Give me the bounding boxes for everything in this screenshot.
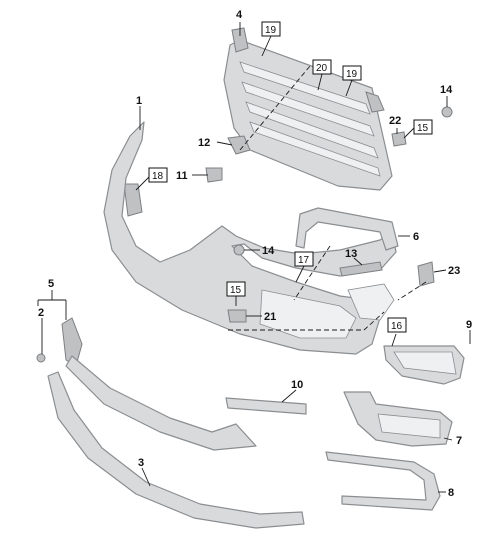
boxed-callout-20: 20 bbox=[312, 59, 332, 75]
boxed-callout-18: 18 bbox=[148, 167, 168, 183]
callout-8: 8 bbox=[448, 487, 454, 499]
callout-1: 1 bbox=[136, 95, 142, 107]
callout-14-mid: 14 bbox=[262, 245, 275, 257]
boxed-callout-15b: 15 bbox=[226, 281, 246, 297]
part-12-bracket bbox=[227, 135, 251, 155]
part-14-nut-top bbox=[441, 106, 453, 118]
boxed-callout-15a: 15 bbox=[413, 119, 433, 135]
callout-11: 11 bbox=[176, 170, 188, 182]
part-13-strip bbox=[339, 261, 383, 277]
lower-spoiler bbox=[65, 355, 257, 451]
part-22-clip bbox=[391, 131, 407, 147]
boxed-callout-16: 16 bbox=[387, 317, 407, 333]
callout-9: 9 bbox=[466, 319, 472, 331]
svg-text:16: 16 bbox=[391, 321, 403, 332]
part-18-bracket bbox=[123, 183, 143, 217]
svg-text:18: 18 bbox=[152, 171, 164, 182]
callout-numbers: 4 1 12 11 14 22 6 14 13 23 5 2 21 9 10 7… bbox=[38, 9, 472, 499]
boxed-callout-19a: 19 bbox=[261, 21, 281, 37]
boxed-callout-17: 17 bbox=[294, 251, 314, 267]
part-8-trim-ring bbox=[325, 451, 441, 511]
callout-22: 22 bbox=[389, 115, 401, 127]
callout-6: 6 bbox=[413, 231, 419, 243]
callout-13: 13 bbox=[345, 248, 357, 260]
part-9-grille-insert bbox=[383, 345, 465, 385]
part-10-lip-strip bbox=[225, 397, 307, 415]
svg-text:19: 19 bbox=[346, 69, 358, 80]
callout-3: 3 bbox=[138, 457, 144, 469]
svg-text:19: 19 bbox=[265, 25, 277, 36]
part-6-frame bbox=[295, 207, 399, 251]
part-2-side-bracket bbox=[36, 317, 83, 367]
part-23-clip bbox=[417, 261, 435, 287]
part-4-upper-grille bbox=[223, 27, 393, 191]
part-11-clip bbox=[205, 167, 223, 183]
callout-2: 2 bbox=[38, 307, 44, 319]
callout-5: 5 bbox=[48, 278, 54, 290]
svg-text:20: 20 bbox=[316, 63, 328, 74]
part-3-lower-trim bbox=[47, 371, 305, 529]
leader-lines bbox=[37, 22, 471, 493]
part-14-nut-mid bbox=[233, 244, 245, 256]
svg-text:15: 15 bbox=[417, 123, 429, 134]
part-21-clip bbox=[227, 309, 247, 323]
svg-text:15: 15 bbox=[230, 285, 242, 296]
svg-text:17: 17 bbox=[298, 255, 310, 266]
part-7-side-grille bbox=[343, 391, 453, 447]
callout-10: 10 bbox=[291, 379, 303, 391]
callout-12: 12 bbox=[198, 137, 210, 149]
boxed-callout-19b: 19 bbox=[342, 65, 362, 81]
callout-23: 23 bbox=[448, 265, 460, 277]
boxed-callouts: 19 20 19 15 18 17 15 16 bbox=[148, 21, 433, 333]
part-1-bumper-cover bbox=[103, 121, 397, 355]
callout-21: 21 bbox=[264, 311, 276, 323]
callout-4: 4 bbox=[236, 9, 243, 21]
callout-7: 7 bbox=[456, 435, 462, 447]
callout-14-top: 14 bbox=[440, 84, 453, 96]
